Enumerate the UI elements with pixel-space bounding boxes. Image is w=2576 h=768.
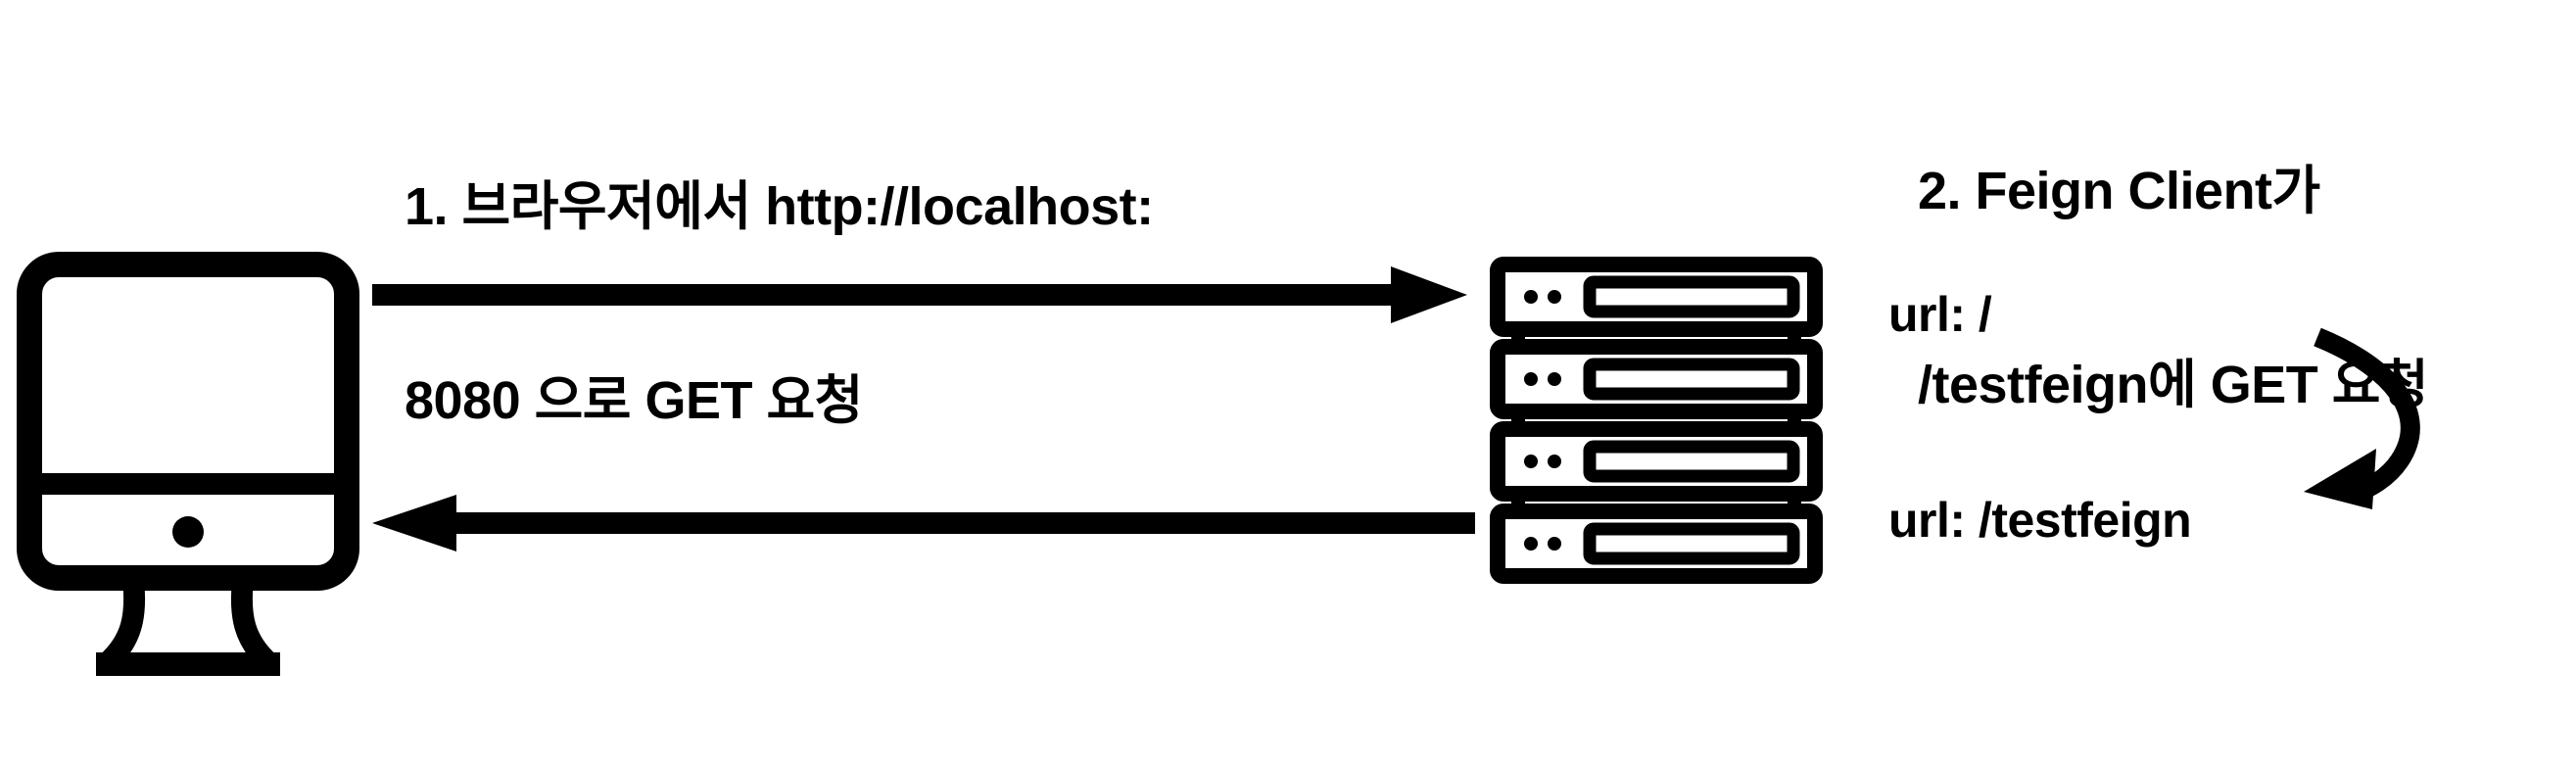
url-testfeign-label: url: /testfeign	[1888, 493, 2192, 548]
step1-caption-line2: 8080 으로 GET 요청	[405, 371, 863, 430]
arrow-left-icon	[370, 495, 1475, 552]
step3-caption: 3. 컨트롤러가 결과값을 브라우저에 반환	[405, 658, 1275, 768]
monitor-icon	[14, 252, 362, 676]
url-root-label: url: /	[1888, 287, 1992, 342]
curved-arrow-icon	[2282, 323, 2458, 519]
step2-caption-line1: 2. Feign Client가	[1918, 162, 2320, 220]
step1-caption-line1: 1. 브라우저에서 http://localhost:	[405, 177, 1154, 236]
server-stack-icon	[1484, 253, 1829, 591]
arrow-right-icon	[372, 266, 1469, 323]
step1-caption: 1. 브라우저에서 http://localhost: 8080 으로 GET …	[405, 45, 1154, 562]
